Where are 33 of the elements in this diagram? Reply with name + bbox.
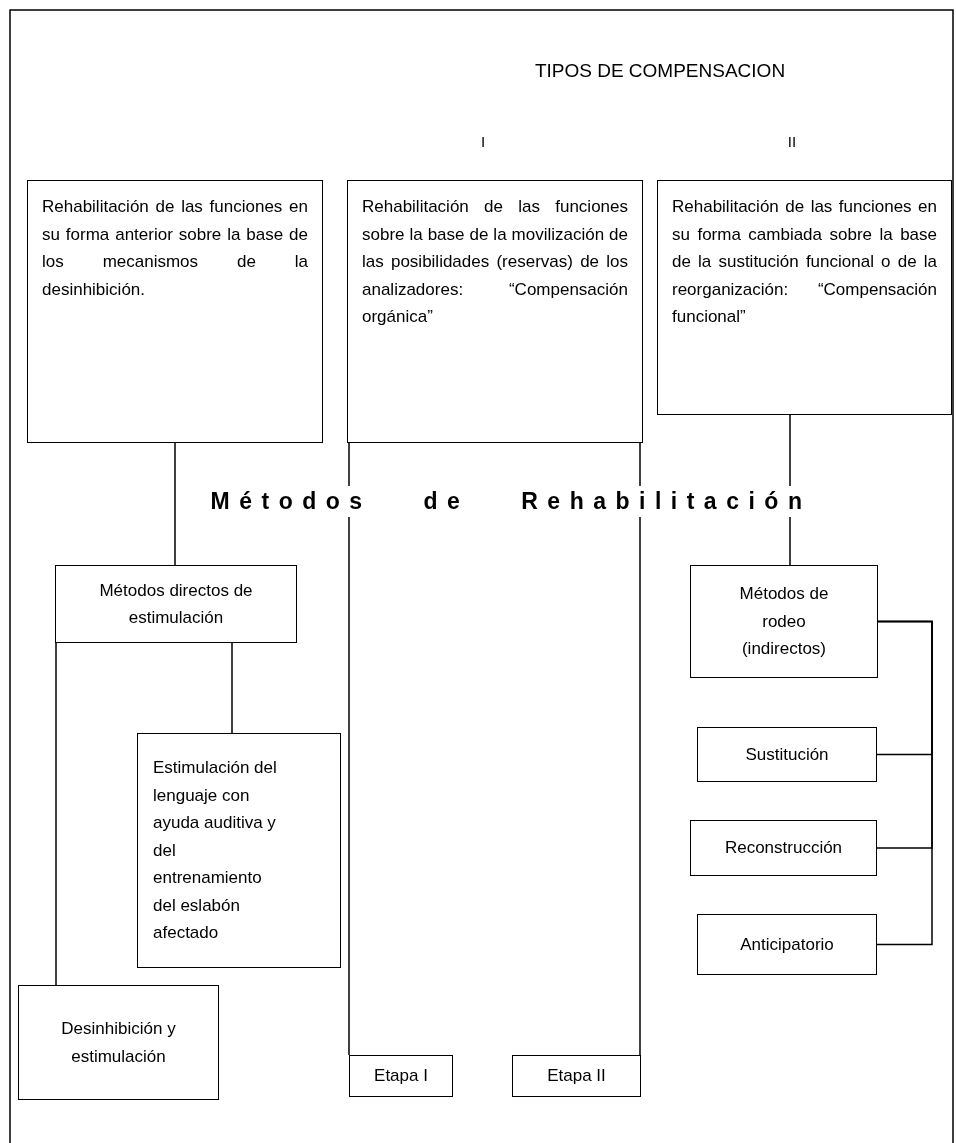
text-box — [690, 565, 878, 678]
diagram-title: TIPOS DE COMPENSACION — [534, 60, 786, 82]
text-box — [18, 985, 219, 1100]
box-text: Desinhibición y estimulación — [60, 1018, 177, 1068]
connector-line — [639, 442, 641, 1056]
text-box — [349, 1055, 453, 1097]
text-box — [512, 1055, 641, 1097]
roman-numeral: I — [480, 133, 486, 150]
text-box — [697, 727, 877, 782]
box-text: Etapa I — [373, 1065, 429, 1088]
box-text: Métodos directos de estimulación — [98, 579, 254, 629]
roman-numeral: II — [787, 133, 797, 150]
box-text: Rehabilitación de las funciones en su forma anterior sobre la base de los mecanismos de la desinhibición. — [42, 196, 308, 301]
box-text: Rehabilitación de las funciones sobre la base de la movilización de las posibilidades (reservas) de los analizadores: “Compensación orgánica” — [362, 196, 628, 328]
text-box — [137, 733, 341, 968]
text-box — [55, 565, 297, 643]
connector-line — [348, 442, 350, 1056]
box-text: Reconstrucción — [723, 837, 844, 860]
box-text: Rehabilitación de las funciones en su forma cambiada sobre la base de la sustitución funcional o de la reorganización: “Compensación funcional” — [672, 196, 937, 328]
connector-line — [174, 442, 176, 566]
connector-line — [55, 642, 57, 986]
box-text: Anticipatorio — [739, 933, 835, 956]
text-box — [347, 180, 643, 443]
text-box — [690, 820, 877, 876]
connector-line — [876, 620, 933, 946]
connector-line — [231, 642, 233, 734]
box-text: Etapa II — [546, 1065, 607, 1088]
text-box — [697, 914, 877, 975]
text-box — [27, 180, 323, 443]
box-text: Estimulación del lenguaje con ayuda auditiva y del entrenamiento del eslabón afectado — [153, 757, 278, 945]
box-text: Sustitución — [744, 743, 830, 766]
box-text: Métodos de rodeo (indirectos) — [738, 583, 830, 661]
text-box — [657, 180, 952, 415]
